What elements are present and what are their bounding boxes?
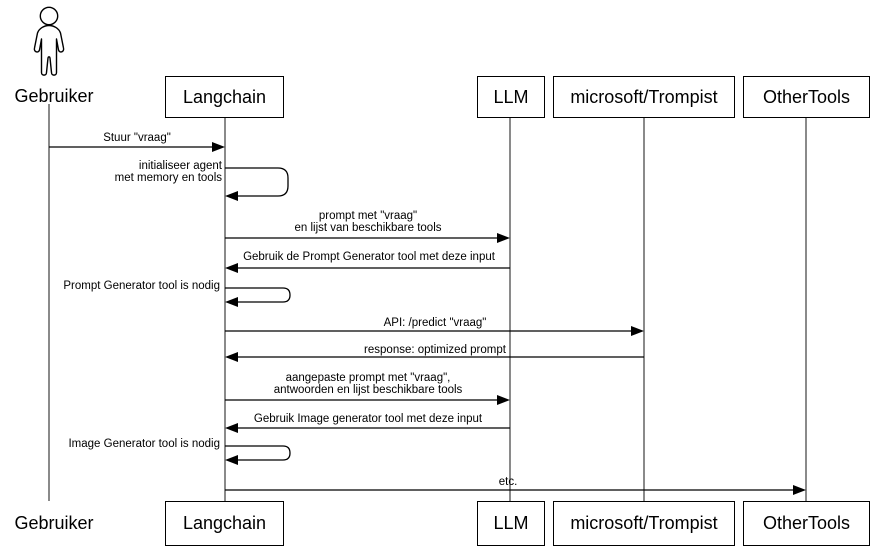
message-3-label-line-1: prompt met "vraag" (318, 210, 418, 222)
message-11-label: etc. (498, 476, 518, 488)
message-1-label: Stuur "vraag" (103, 132, 171, 144)
message-3-arrowhead (497, 233, 510, 243)
message-9-label: Gebruik Image generator tool met deze in… (253, 413, 483, 425)
message-8-arrowhead (497, 395, 510, 405)
person-body (33, 24, 65, 76)
self-loop-1 (225, 167, 289, 197)
message-4-arrowhead (225, 263, 238, 273)
participant-label-gebruiker-top: Gebruiker (14, 86, 94, 106)
message-11-arrowhead (793, 485, 806, 495)
message-7-label: response: optimized prompt (364, 344, 506, 356)
person-actor-icon (33, 6, 65, 76)
self-loop-2 (225, 287, 291, 303)
message-4-label: Gebruik de Prompt Generator tool met dez… (243, 251, 495, 263)
message-7-arrowhead (225, 352, 238, 362)
self-loop-3-arrowhead (225, 455, 238, 465)
message-2-label: initialiseer agent met memory en tools (115, 160, 222, 184)
message-1-arrowhead (212, 142, 225, 152)
self-loop-3 (225, 445, 291, 461)
message-9-arrowhead (225, 423, 238, 433)
participant-box-trompist-top: microsoft/Trompist (553, 76, 735, 118)
message-2-label-line-2: met memory en tools (114, 172, 222, 184)
person-head (39, 6, 59, 26)
participant-box-langchain-top: Langchain (165, 76, 284, 118)
participant-box-othertools-top: OtherTools (743, 76, 870, 118)
participant-box-llm-top: LLM (477, 76, 545, 118)
message-5-label: Prompt Generator tool is nodig (63, 280, 220, 292)
message-6-label: API: /predict "vraag" (383, 317, 487, 329)
self-loop-1-arrowhead (225, 191, 238, 201)
message-8-label: aangepaste prompt met "vraag", antwoorde… (274, 372, 463, 396)
participant-box-langchain-bottom: Langchain (165, 501, 284, 546)
message-8-label-line-1: aangepaste prompt met "vraag", (285, 372, 451, 384)
participant-box-othertools-bottom: OtherTools (743, 501, 870, 546)
message-8-label-line-2: antwoorden en lijst beschikbare tools (273, 384, 463, 396)
participant-box-trompist-bottom: microsoft/Trompist (553, 501, 735, 546)
message-2-label-line-1: initialiseer agent (138, 160, 222, 172)
message-3-label: prompt met "vraag" en lijst van beschikb… (294, 210, 441, 234)
participant-label-gebruiker-bottom: Gebruiker (14, 513, 94, 533)
message-3-label-line-2: en lijst van beschikbare tools (294, 222, 442, 234)
participant-box-llm-bottom: LLM (477, 501, 545, 546)
self-loop-2-arrowhead (225, 297, 238, 307)
message-10-label: Image Generator tool is nodig (68, 438, 220, 450)
message-6-arrowhead (631, 326, 644, 336)
